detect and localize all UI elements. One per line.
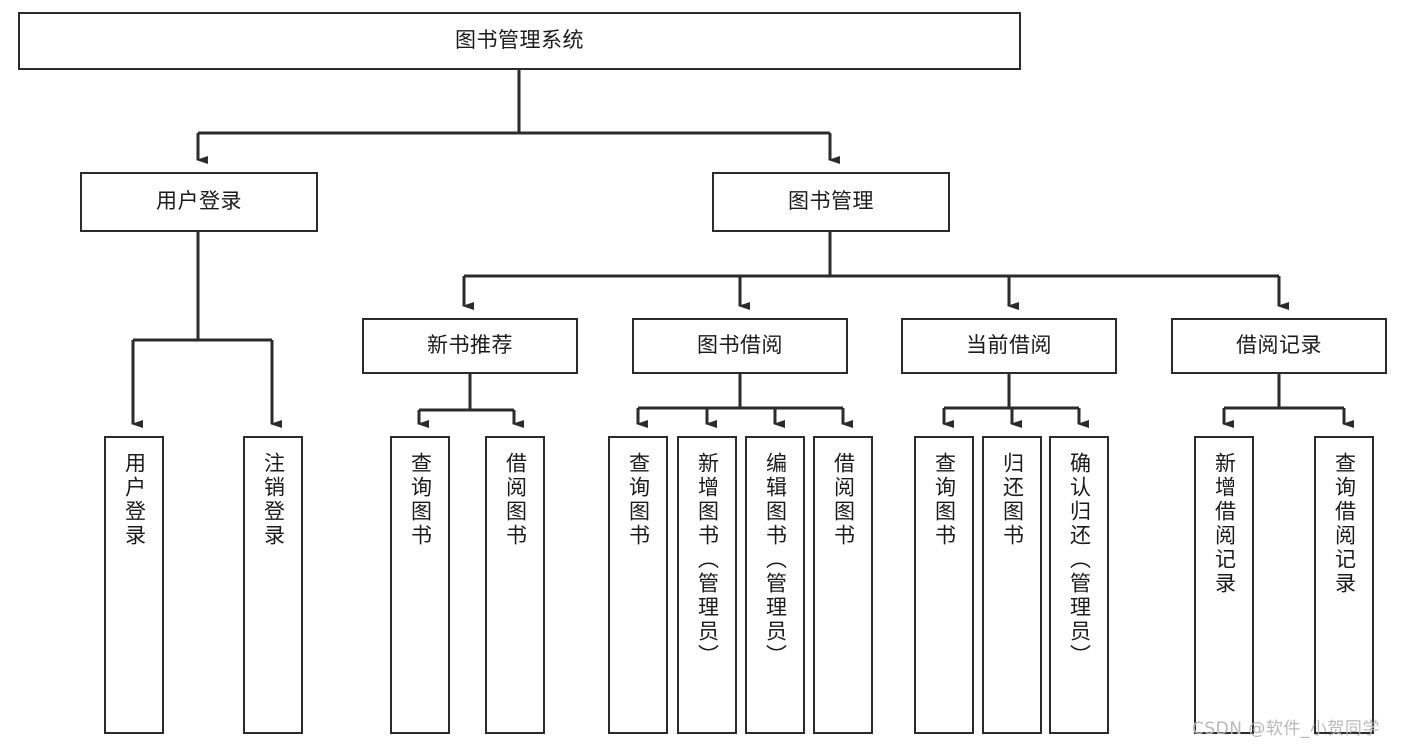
- leaf-current-borrow-confirm-return[interactable]: 确认归还（管理员）: [1049, 436, 1109, 734]
- node-label: 查询图书: [626, 452, 651, 548]
- node-label: 新书推荐: [427, 333, 513, 358]
- node-label: 注销登录: [261, 452, 286, 548]
- node-label: 确认归还（管理员）: [1067, 452, 1092, 668]
- node-label: 图书借阅: [697, 333, 783, 358]
- node-label: 借阅记录: [1236, 333, 1322, 358]
- node-new-book-recommend[interactable]: 新书推荐: [362, 318, 578, 374]
- node-label: 用户登录: [156, 189, 242, 214]
- leaf-user-login-login[interactable]: 用户登录: [104, 436, 164, 734]
- leaf-current-borrow-return[interactable]: 归还图书: [982, 436, 1042, 734]
- leaf-book-borrow-query[interactable]: 查询图书: [608, 436, 668, 734]
- node-label: 查询借阅记录: [1332, 452, 1357, 596]
- node-label: 借阅图书: [831, 452, 856, 548]
- node-label: 编辑图书（管理员）: [763, 452, 788, 668]
- node-label: 借阅图书: [503, 452, 528, 548]
- node-label: 当前借阅: [966, 333, 1052, 358]
- node-book-borrow[interactable]: 图书借阅: [632, 318, 848, 374]
- leaf-new-book-query[interactable]: 查询图书: [390, 436, 450, 734]
- node-label: 图书管理: [788, 189, 874, 214]
- node-borrow-record[interactable]: 借阅记录: [1171, 318, 1387, 374]
- csdn-watermark: CSDN @软件_小贺同学: [1192, 719, 1380, 739]
- node-label: 查询图书: [932, 452, 957, 548]
- node-label: 用户登录: [122, 452, 147, 548]
- leaf-borrow-record-query[interactable]: 查询借阅记录: [1314, 436, 1374, 734]
- leaf-book-borrow-add[interactable]: 新增图书（管理员）: [677, 436, 737, 734]
- node-root-system[interactable]: 图书管理系统: [18, 12, 1021, 70]
- leaf-current-borrow-query[interactable]: 查询图书: [914, 436, 974, 734]
- leaf-user-login-logout[interactable]: 注销登录: [243, 436, 303, 734]
- leaf-book-borrow-edit[interactable]: 编辑图书（管理员）: [745, 436, 805, 734]
- node-label: 新增图书（管理员）: [695, 452, 720, 668]
- node-label: 新增借阅记录: [1212, 452, 1237, 596]
- node-book-management[interactable]: 图书管理: [712, 172, 950, 232]
- node-label: 归还图书: [1000, 452, 1025, 548]
- leaf-borrow-record-add[interactable]: 新增借阅记录: [1194, 436, 1254, 734]
- node-label: 查询图书: [408, 452, 433, 548]
- leaf-book-borrow-borrow[interactable]: 借阅图书: [813, 436, 873, 734]
- node-current-borrow[interactable]: 当前借阅: [901, 318, 1117, 374]
- node-label: 图书管理系统: [455, 28, 584, 53]
- node-user-login[interactable]: 用户登录: [80, 172, 318, 232]
- leaf-new-book-borrow[interactable]: 借阅图书: [485, 436, 545, 734]
